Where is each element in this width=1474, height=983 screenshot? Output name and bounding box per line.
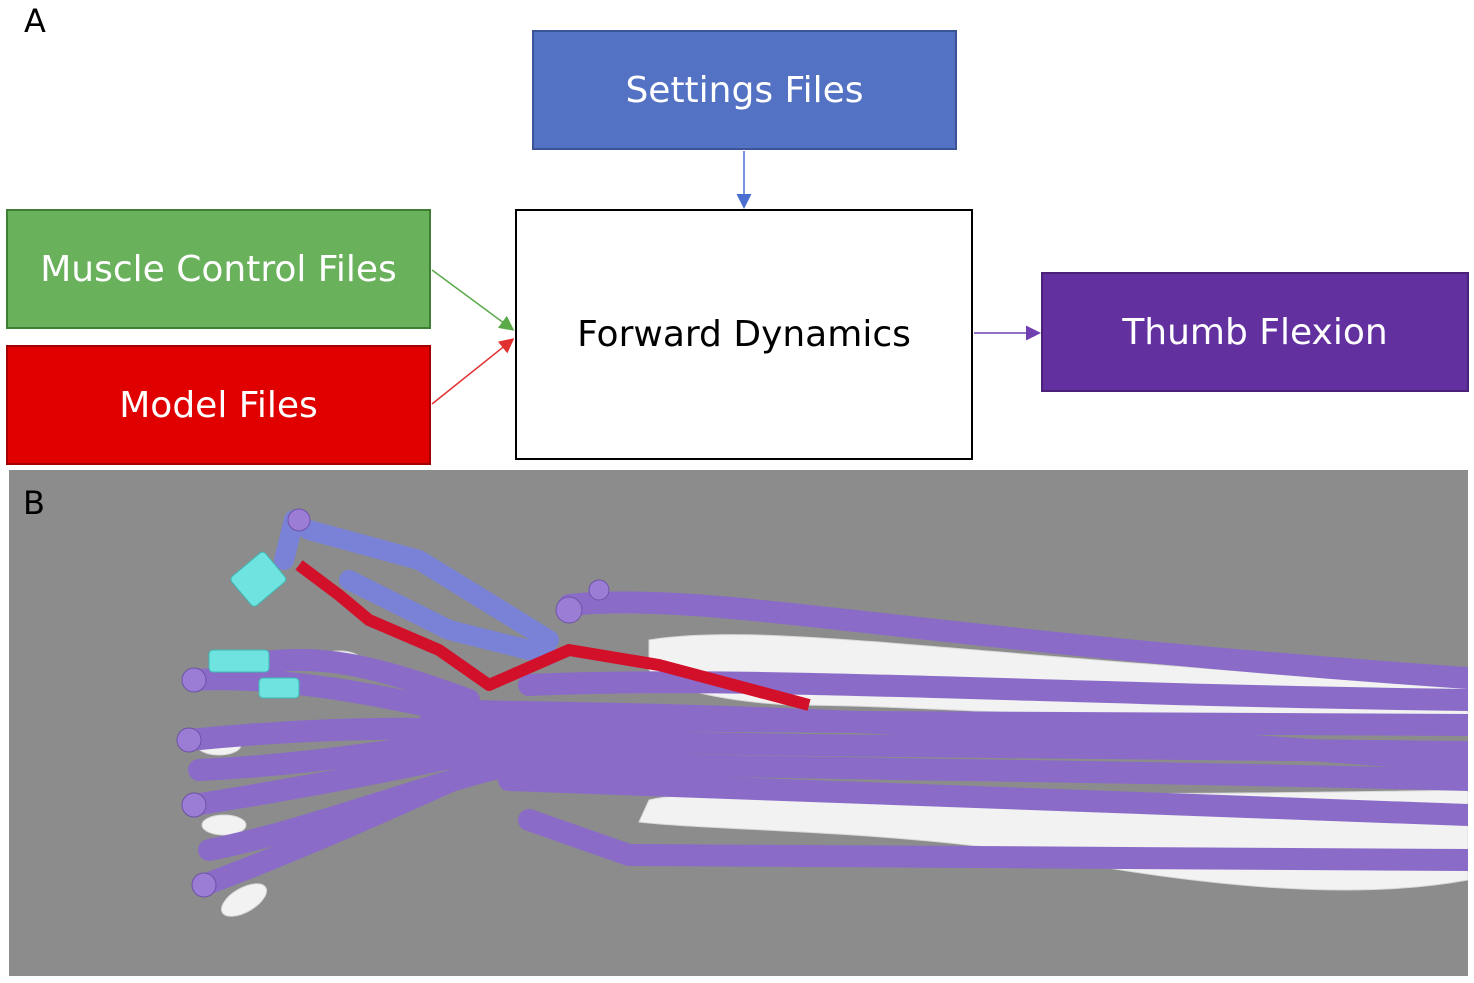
flow-connectors — [431, 151, 1041, 405]
hand-forearm-model-illustration — [176, 508, 1468, 917]
finger-muscles — [178, 649, 520, 896]
panel-b-label: B — [23, 484, 45, 522]
arrow-muscle-to-forward — [431, 269, 515, 331]
forward-dynamics-box: Forward Dynamics — [515, 209, 973, 460]
joint-caps — [176, 508, 610, 898]
settings-files-box: Settings Files — [532, 30, 957, 150]
thumb-flexion-box: Thumb Flexion — [1041, 272, 1469, 392]
arrow-model-to-forward — [431, 338, 515, 405]
thumb-flexor-muscle — [295, 560, 811, 711]
musculoskeletal-render: B — [9, 470, 1468, 976]
panel-a-label: A — [24, 2, 46, 40]
muscle-control-files-box: Muscle Control Files — [6, 209, 431, 329]
forearm-muscles — [418, 591, 1468, 871]
model-files-box: Model Files — [6, 345, 431, 465]
marker-blocks — [208, 551, 300, 699]
